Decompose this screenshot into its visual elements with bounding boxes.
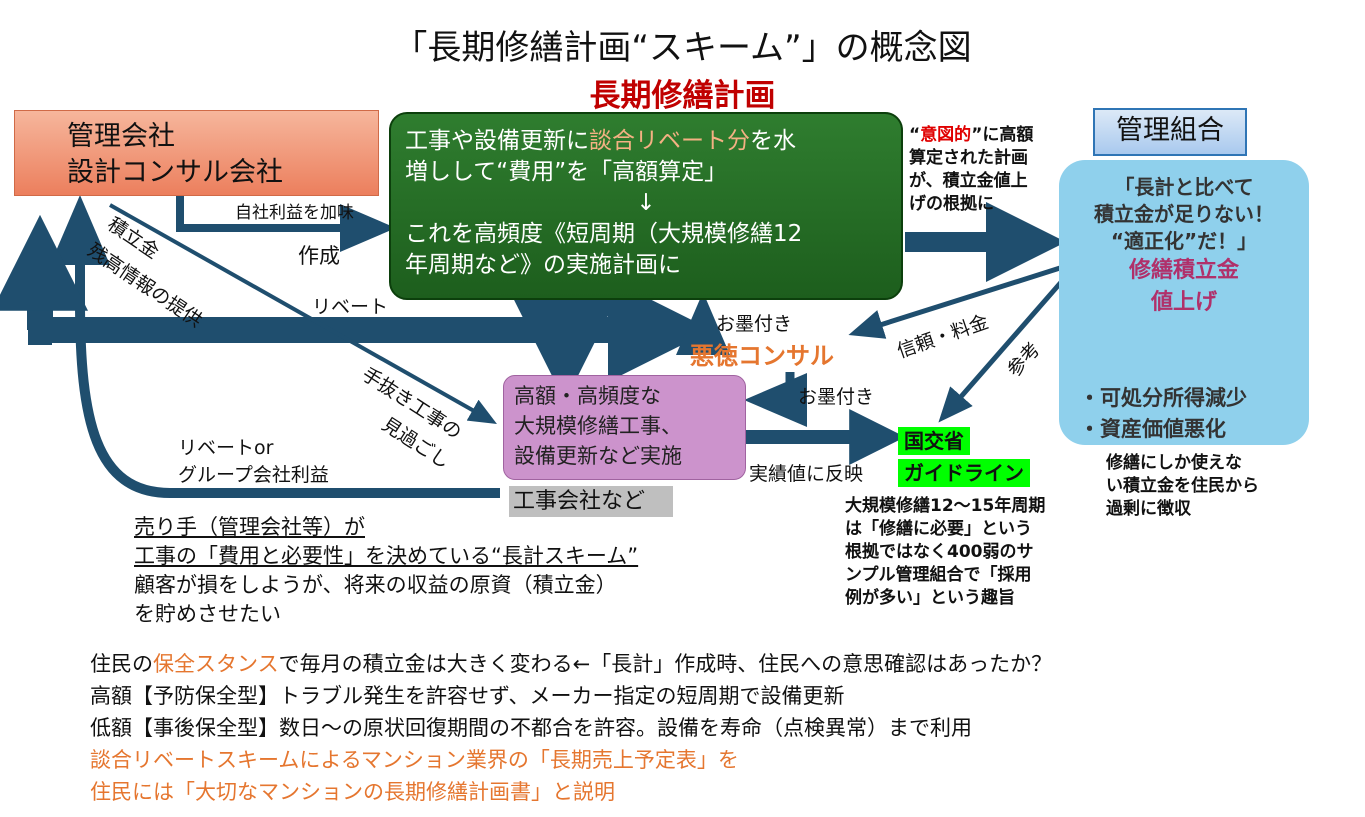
long-term-plan-box: 工事や設備更新に談合リベート分を水 増しして“費用”を「高額算定」 ↓ これを高… (389, 112, 903, 300)
intent-text: 算定された計画 (909, 148, 1028, 168)
association-quote: “適正化”だ！」 (1110, 229, 1258, 253)
reserve-raise: 修繕積立金 (1128, 258, 1239, 283)
plan-text: 工事や設備更新に (405, 128, 589, 154)
association-box: 「長計と比べて 積立金が足りない！ “適正化”だ！」 修繕積立金 値上げ ・可処… (1059, 160, 1309, 445)
endorse-label-top: お墨付き (716, 313, 793, 335)
excess-text: い積立金を住民から (1106, 476, 1259, 496)
bottom-line-5: 住民には「大切なマンションの長期修繕計画書」と説明 (90, 780, 615, 804)
plan-text: これを高頻度《短周期（大規模修繕12 (405, 221, 803, 247)
management-company-box: 管理会社 設計コンサル会社 (14, 110, 379, 196)
intent-highlight: 意図的 (920, 125, 972, 145)
consultant-label: 悪徳コンサル (690, 342, 834, 370)
rebate-or-label: リベートor (178, 437, 274, 459)
guideline-text: 根拠ではなく400弱のサ (845, 542, 1034, 562)
profit-add-label: 自社利益を加味 (235, 203, 354, 223)
seller-text: を貯めさせたい (134, 602, 281, 626)
guideline-label: ガイドライン (898, 459, 1030, 487)
construction-text: 大規模修繕工事、 (514, 414, 682, 438)
bottom-line-1: 住民の保全スタンスで毎月の積立金は大きく変わる←「長計」作成時、住民への意思確認… (90, 648, 1052, 680)
effect-item: ・可処分所得減少 (1079, 386, 1247, 410)
bottom-text: 住民の (90, 652, 153, 676)
bottom-notes: 住民の保全スタンスで毎月の積立金は大きく変わる←「長計」作成時、住民への意思確認… (90, 648, 1052, 808)
seller-text: 工事の「費用と必要性」を決めている“長計スキーム” (134, 544, 639, 568)
guideline-text: ンプル管理組合で「採用 (845, 565, 1032, 585)
intent-text: が、積立金値上 (909, 171, 1028, 191)
bottom-line-2: 高額【予防保全型】トラブル発生を許容せず、メーカー指定の短周期で設備更新 (90, 684, 845, 708)
construction-box: 高額・高頻度な 大規模修繕工事、 設備更新など実施 (503, 375, 746, 480)
intent-text: “ (909, 125, 921, 145)
rebate-label: リベート (312, 296, 389, 318)
down-arrow-glyph: ↓ (636, 190, 656, 216)
management-company-label: 管理会社 (67, 121, 175, 152)
rebate-highlight: 談合リベート分 (589, 128, 750, 154)
plan-text: を水 (750, 128, 796, 154)
intent-note: “意図的”に高額 算定された計画 が、積立金値上 げの根拠に (909, 124, 1069, 216)
guideline-note: 大規模修繕12〜15年周期 は「修繕に必要」という 根拠ではなく400弱のサ ン… (845, 495, 1085, 610)
page-title: 「長期修繕計画“スキーム”」の概念図 (393, 28, 972, 68)
stance-highlight: 保全スタンス (153, 652, 279, 676)
create-label: 作成 (298, 244, 340, 268)
create-arrow (176, 196, 396, 252)
endorse-down-arrow (744, 372, 807, 427)
excess-text: 修繕にしか使えな (1106, 453, 1242, 473)
bottom-text: で毎月の積立金は大きく変わる←「長計」作成時、住民への意思確認はあったか？ (278, 652, 1053, 676)
construction-company-label: 工事会社など (509, 486, 673, 517)
design-consultant-label: 設計コンサル会社 (67, 157, 283, 188)
reserve-raise: 値上げ (1150, 290, 1217, 315)
association-quote: 積立金が足りない！ (1094, 202, 1274, 226)
construction-text: 設備更新など実施 (514, 444, 682, 468)
effect-item: ・資産価値悪化 (1079, 417, 1226, 441)
construction-text: 高額・高頻度な (514, 384, 661, 408)
reference-arrow (938, 278, 1065, 423)
reserve-info-arrow (109, 203, 497, 424)
group-profit-label: グループ会社利益 (178, 464, 329, 486)
seller-text: 顧客が損をしようが、将来の収益の原資（積立金） (134, 573, 617, 597)
endorse-label-right: お墨付き (798, 386, 875, 408)
excess-text: 過剰に徴収 (1106, 499, 1191, 519)
bottom-line-4: 談合リベートスキームによるマンション業界の「長期売上予定表」を (90, 748, 739, 772)
plan-heading: 長期修繕計画 (589, 78, 776, 114)
trust-fee-arrow (848, 265, 1061, 339)
seller-note: 売り手（管理会社等）が 工事の「費用と必要性」を決めている“長計スキーム” 顧客… (134, 513, 638, 629)
excess-note: 修繕にしか使えな い積立金を住民から 過剰に徴収 (1106, 452, 1306, 521)
association-label: 管理組合 (1093, 108, 1247, 156)
ministry-label: 国交省 (898, 427, 970, 455)
bottom-line-3: 低額【事後保全型】数日〜の原状回復期間の不都合を許容。設備を寿命（点検異常）まで… (90, 716, 972, 740)
seller-text: 売り手（管理会社等）が (134, 515, 365, 539)
guideline-text: 大規模修繕12〜15年周期 (845, 496, 1046, 516)
plan-text: 増しして“費用”を「高額算定」 (405, 159, 728, 185)
intent-text: げの根拠に (909, 194, 994, 214)
actual-value-label: 実績値に反映 (749, 463, 864, 485)
plan-text: 年周期など》の実施計画に (405, 252, 681, 278)
guideline-text: 例が多い」という趣旨 (845, 588, 1015, 608)
association-quote: 「長計と比べて (1114, 175, 1254, 199)
intent-text: ”に高額 (971, 125, 1034, 145)
guideline-text: は「修繕に必要」という (845, 519, 1032, 539)
